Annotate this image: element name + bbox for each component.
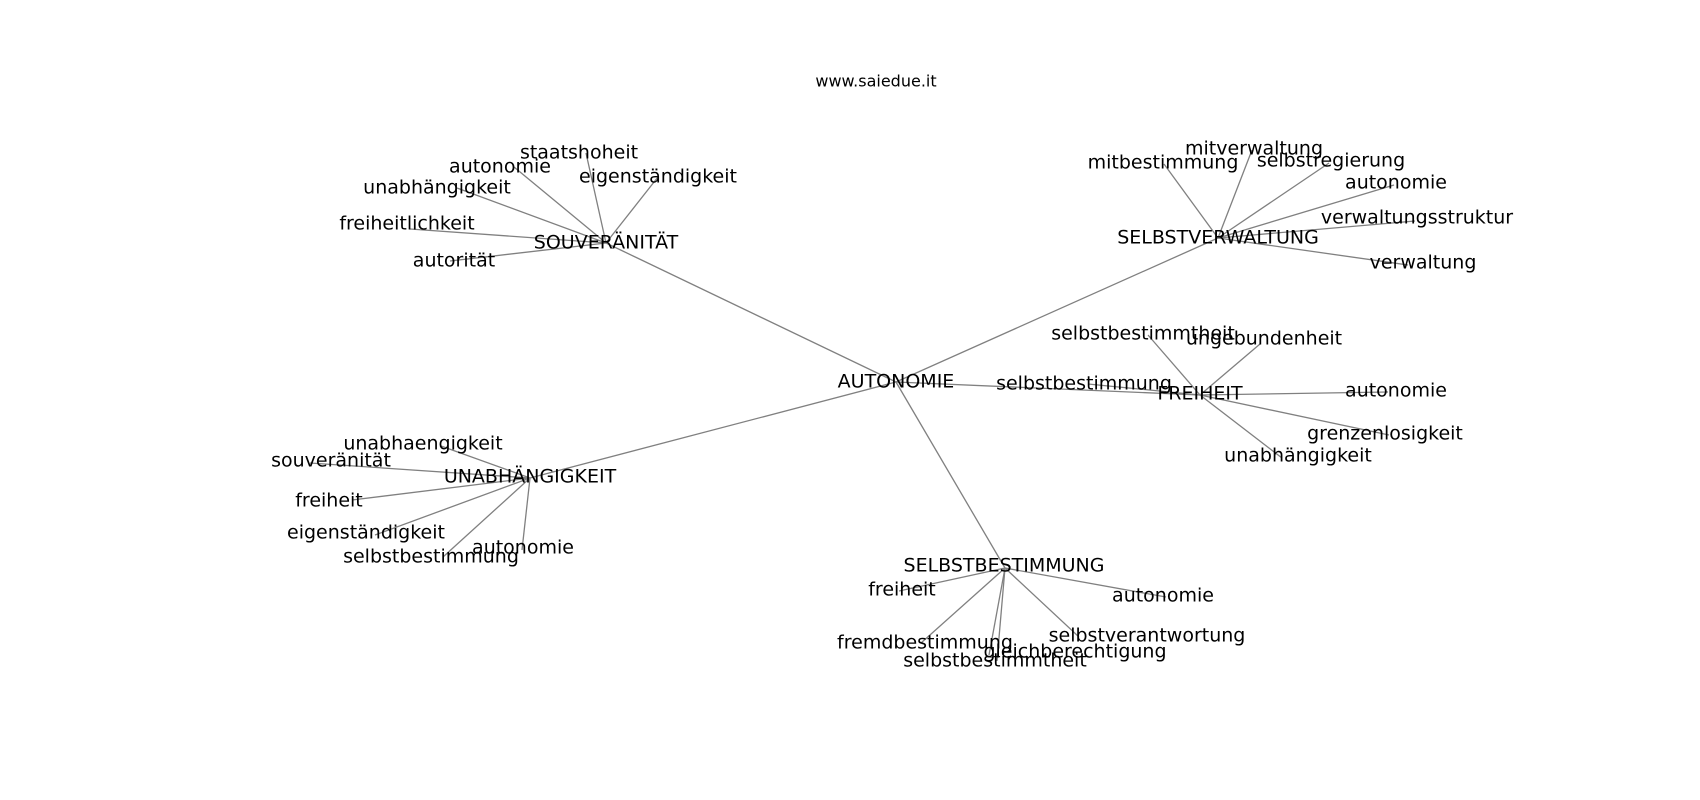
leaf-node-label: fremdbestimmung bbox=[837, 632, 1013, 654]
edge-branch-to-leaf bbox=[1217, 220, 1416, 239]
leaf-node-label: verwaltung bbox=[1370, 252, 1477, 274]
edge-branch-to-leaf bbox=[1087, 383, 1201, 396]
edge-branch-to-leaf bbox=[440, 445, 531, 479]
leaf-node-label: selbstbestimmtheit bbox=[1051, 323, 1235, 345]
edge-branch-to-leaf bbox=[988, 567, 1006, 656]
leaf-node-label: eigenständigkeit bbox=[287, 522, 445, 544]
leaf-node-label: unabhängigkeit bbox=[1224, 445, 1372, 467]
edge-branch-to-leaf bbox=[996, 567, 1006, 662]
edge-root-to-branch bbox=[605, 242, 897, 383]
leaf-node-label: eigenständigkeit bbox=[579, 166, 737, 188]
branch-node-label: FREIHEIT bbox=[1157, 383, 1243, 405]
edge-branch-to-leaf bbox=[1147, 334, 1201, 396]
leaf-node-label: autonomie bbox=[472, 537, 574, 559]
edge-branch-to-leaf bbox=[1199, 394, 1390, 436]
edge-branch-to-leaf bbox=[1199, 391, 1389, 396]
leaf-node-label: freiheit bbox=[868, 579, 936, 601]
edge-branch-to-leaf bbox=[1004, 567, 1080, 638]
leaf-node-label: mitbestimmung bbox=[1088, 152, 1239, 174]
leaf-node-label: autonomie bbox=[1345, 172, 1447, 194]
edge-branch-to-leaf bbox=[449, 242, 607, 262]
leaf-node-label: souveränität bbox=[271, 450, 391, 472]
branch-node-label: SELBSTBESTIMMUNG bbox=[904, 555, 1105, 577]
edge-branch-to-leaf bbox=[442, 477, 531, 558]
leaf-node-label: autonomie bbox=[1345, 380, 1447, 402]
leaf-node-label: selbstregierung bbox=[1257, 150, 1405, 172]
leaf-node-label: selbstbestimmtheit bbox=[903, 650, 1087, 672]
leaf-node-label: unabhängigkeit bbox=[363, 177, 511, 199]
edge-root-to-branch bbox=[895, 381, 1201, 396]
branch-node-label: SOUVERÄNITÄT bbox=[534, 231, 679, 254]
edge-branch-to-leaf bbox=[1217, 149, 1253, 239]
edge-root-to-branch bbox=[529, 381, 897, 479]
leaf-node-label: verwaltungsstruktur bbox=[1321, 207, 1513, 229]
edge-branch-to-leaf bbox=[309, 462, 531, 479]
edge-root-to-branch bbox=[895, 381, 1006, 569]
leaf-node-label: autorität bbox=[413, 250, 495, 272]
leaf-node-label: freiheit bbox=[295, 490, 363, 512]
edge-branch-to-leaf bbox=[374, 477, 531, 536]
edge-branch-to-leaf bbox=[513, 166, 607, 244]
edge-branch-to-leaf bbox=[1217, 184, 1395, 239]
edge-branch-to-leaf bbox=[456, 187, 607, 244]
edge-branch-to-leaf bbox=[1199, 394, 1283, 459]
edge-root-to-branch bbox=[895, 237, 1219, 383]
labels-layer: www.saiedue.it AUTONOMIE SOUVERÄNITÄT sta… bbox=[271, 72, 1513, 672]
edge-branch-to-leaf bbox=[409, 228, 607, 244]
edge-branch-to-leaf bbox=[585, 152, 607, 244]
edge-branch-to-leaf bbox=[605, 176, 659, 244]
edge-branch-to-leaf bbox=[1217, 237, 1409, 266]
edge-branch-to-leaf bbox=[898, 567, 1006, 592]
leaf-node-label: unabhaengigkeit bbox=[343, 433, 502, 455]
leaf-node-label: staatshoheit bbox=[520, 142, 638, 164]
leaf-node-label: autonomie bbox=[449, 156, 551, 178]
edge-branch-to-leaf bbox=[1163, 163, 1219, 239]
edge-branch-to-leaf bbox=[1004, 567, 1167, 598]
site-url: www.saiedue.it bbox=[815, 72, 936, 91]
edge-branch-to-leaf bbox=[1217, 162, 1330, 239]
edge-branch-to-leaf bbox=[521, 477, 531, 551]
edge-branch-to-leaf bbox=[351, 477, 531, 501]
leaf-node-label: selbstbestimmung bbox=[343, 546, 519, 568]
leaf-node-label: autonomie bbox=[1112, 585, 1214, 607]
branch-node-label: UNABHÄNGIGKEIT bbox=[444, 465, 617, 488]
edge-branch-to-leaf bbox=[920, 567, 1006, 644]
edges-layer bbox=[309, 149, 1416, 662]
leaf-node-label: freiheitlichkeit bbox=[339, 213, 474, 235]
edge-branch-to-leaf bbox=[1199, 343, 1261, 396]
leaf-node-label: selbstverantwortung bbox=[1049, 625, 1246, 647]
root-node-label: AUTONOMIE bbox=[838, 371, 955, 393]
leaf-node-label: gleichberechtigung bbox=[983, 641, 1166, 663]
branch-node-label: SELBSTVERWALTUNG bbox=[1117, 227, 1319, 249]
leaf-node-label: grenzenlosigkeit bbox=[1307, 423, 1463, 445]
leaf-node-label: selbstbestimmung bbox=[996, 373, 1172, 395]
leaf-node-label: mitverwaltung bbox=[1185, 138, 1323, 160]
leaf-node-label: ungebundenheit bbox=[1186, 328, 1342, 350]
